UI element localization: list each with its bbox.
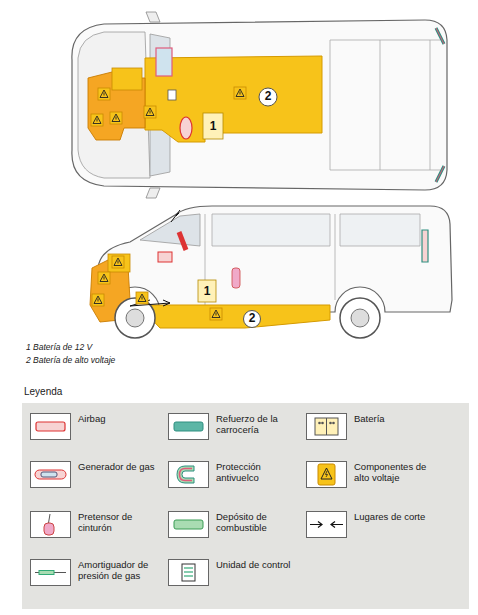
legend-item: Generador de gas [26,457,166,503]
legend-text: Depósito de combustible [216,511,300,534]
fuel-tank-icon [174,520,203,529]
legend-swatch [30,559,72,587]
legend-panel: Airbag Refuerzo de la carrocería BateríaGe… [22,403,469,609]
rear-wheel [340,298,380,338]
legend-item: Componentes de alto voltaje [302,457,442,503]
legend-item: Protección antivuelco [164,457,304,503]
hood [78,32,150,178]
hv-battery-floor [138,305,330,328]
airbag-icon [36,422,65,431]
legend-item: Refuerzo de la carrocería [164,409,304,455]
icon-frame [31,560,71,586]
cut-location-icon [310,522,343,528]
cut-arrow [171,210,180,222]
legend-text: Generador de gas [78,461,162,472]
high-voltage-icon [318,464,335,485]
battery-12v [198,280,216,302]
legend-text: Airbag [78,413,162,424]
legend-swatch [30,461,72,489]
callout-number: 1 [210,120,217,133]
legend-text: Amortiguador de presión de gas [78,559,162,582]
legend-item: Pretensor de cinturón [26,507,166,553]
gas-strut-icon [35,571,66,575]
callout-number: 1 [204,285,211,298]
belt-tensioner-icon [44,514,54,535]
rear-airbag [422,230,428,262]
hv-unit [112,68,142,90]
legend-item: Airbag [26,409,166,455]
legend-swatch [168,559,210,587]
legend-text: Protección antivuelco [216,461,300,484]
legend-item: Unidad de control [164,555,304,601]
belt-tensioner [232,268,240,288]
icon-frame [169,512,209,538]
legend-item: Depósito de combustible [164,507,304,553]
hub [126,309,144,327]
hv-unit [108,254,130,272]
top-view [72,12,447,198]
control-unit [168,90,176,100]
roof-lines [330,40,440,170]
legend-text: Pretensor de cinturón [78,511,162,534]
hub [351,309,369,327]
icon-frame [169,462,209,488]
callout-number: 2 [265,90,272,103]
front-window [140,214,200,246]
callout-circle [259,88,277,106]
icon-frame [169,560,209,586]
caption-line: 1 Batería de 12 V [26,343,92,352]
legend-swatch [30,511,72,539]
caption-line: 2 Batería de alto voltaje [26,356,115,365]
legend-text: Componentes de alto voltaje [354,461,438,484]
reinforcement-icon [174,422,203,431]
control-unit-icon [182,564,195,581]
airbag-seat [180,117,192,139]
legend-swatch [168,511,210,539]
legend-item: Batería [302,409,442,455]
gas-generator-icon [35,470,66,479]
legend-text: Lugares de corte [354,511,438,522]
callout-number: 2 [249,312,256,325]
airbag-pillar [179,232,186,250]
body-reinforcement [436,28,444,182]
airbag-steering [156,48,172,76]
legend-heading: Leyenda [24,386,62,397]
icon-frame [307,462,347,488]
battery-icon [315,418,338,435]
icon-frame [307,414,347,440]
van-body-top [72,20,447,190]
legend-swatch [168,461,210,489]
icon-frame [307,512,347,538]
icon-frame [31,414,71,440]
side-view [90,206,452,338]
battery-12v [203,113,223,139]
legend-swatch [306,511,348,539]
legend-swatch [30,413,72,441]
legend-item: Amortiguador de presión de gas [26,555,166,601]
legend-text: Refuerzo de la carrocería [216,413,300,436]
side-windows [212,214,420,246]
legend-text: Unidad de control [216,559,300,570]
icon-frame [31,462,71,488]
airbag-curtain [436,28,444,182]
mirror-airbag [158,252,172,262]
legend-swatch [306,461,348,489]
legend-swatch [168,413,210,441]
rollover-protection-icon [177,466,194,483]
van-body-side [95,206,452,312]
icon-frame [169,414,209,440]
legend-text: Batería [354,413,438,424]
door-lines [205,214,335,305]
icon-frame [31,512,71,538]
callout-circle [244,311,261,328]
legend-swatch [306,413,348,441]
legend-item: Lugares de corte [302,507,442,553]
